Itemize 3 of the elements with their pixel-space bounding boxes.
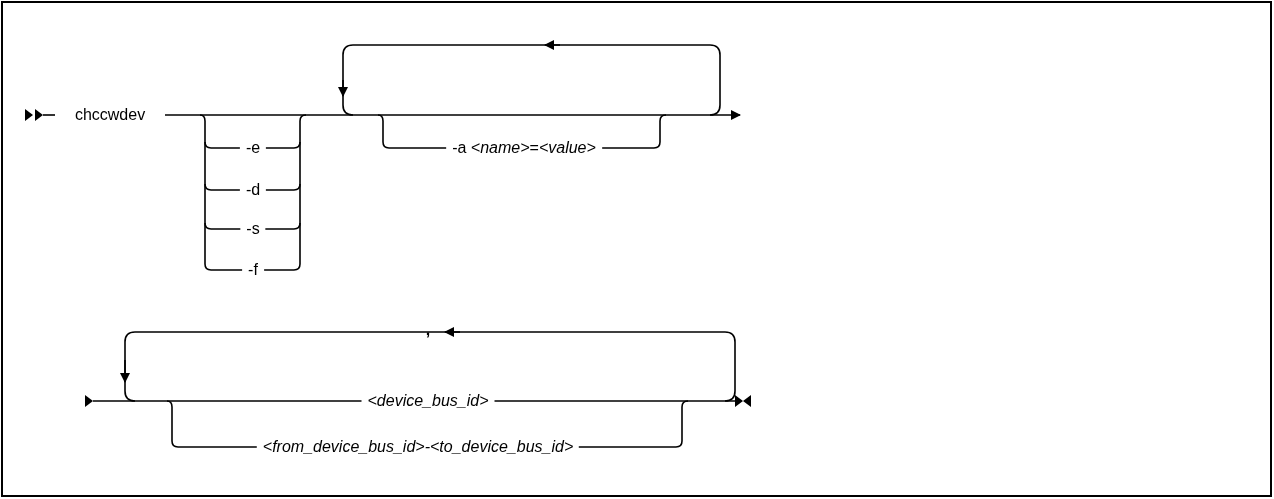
parameter-label: <device_bus_id> (361, 392, 495, 410)
parameter-label: <from_device_bus_id>-<to_device_bus_id> (256, 438, 580, 456)
separator-label: , (424, 321, 432, 339)
